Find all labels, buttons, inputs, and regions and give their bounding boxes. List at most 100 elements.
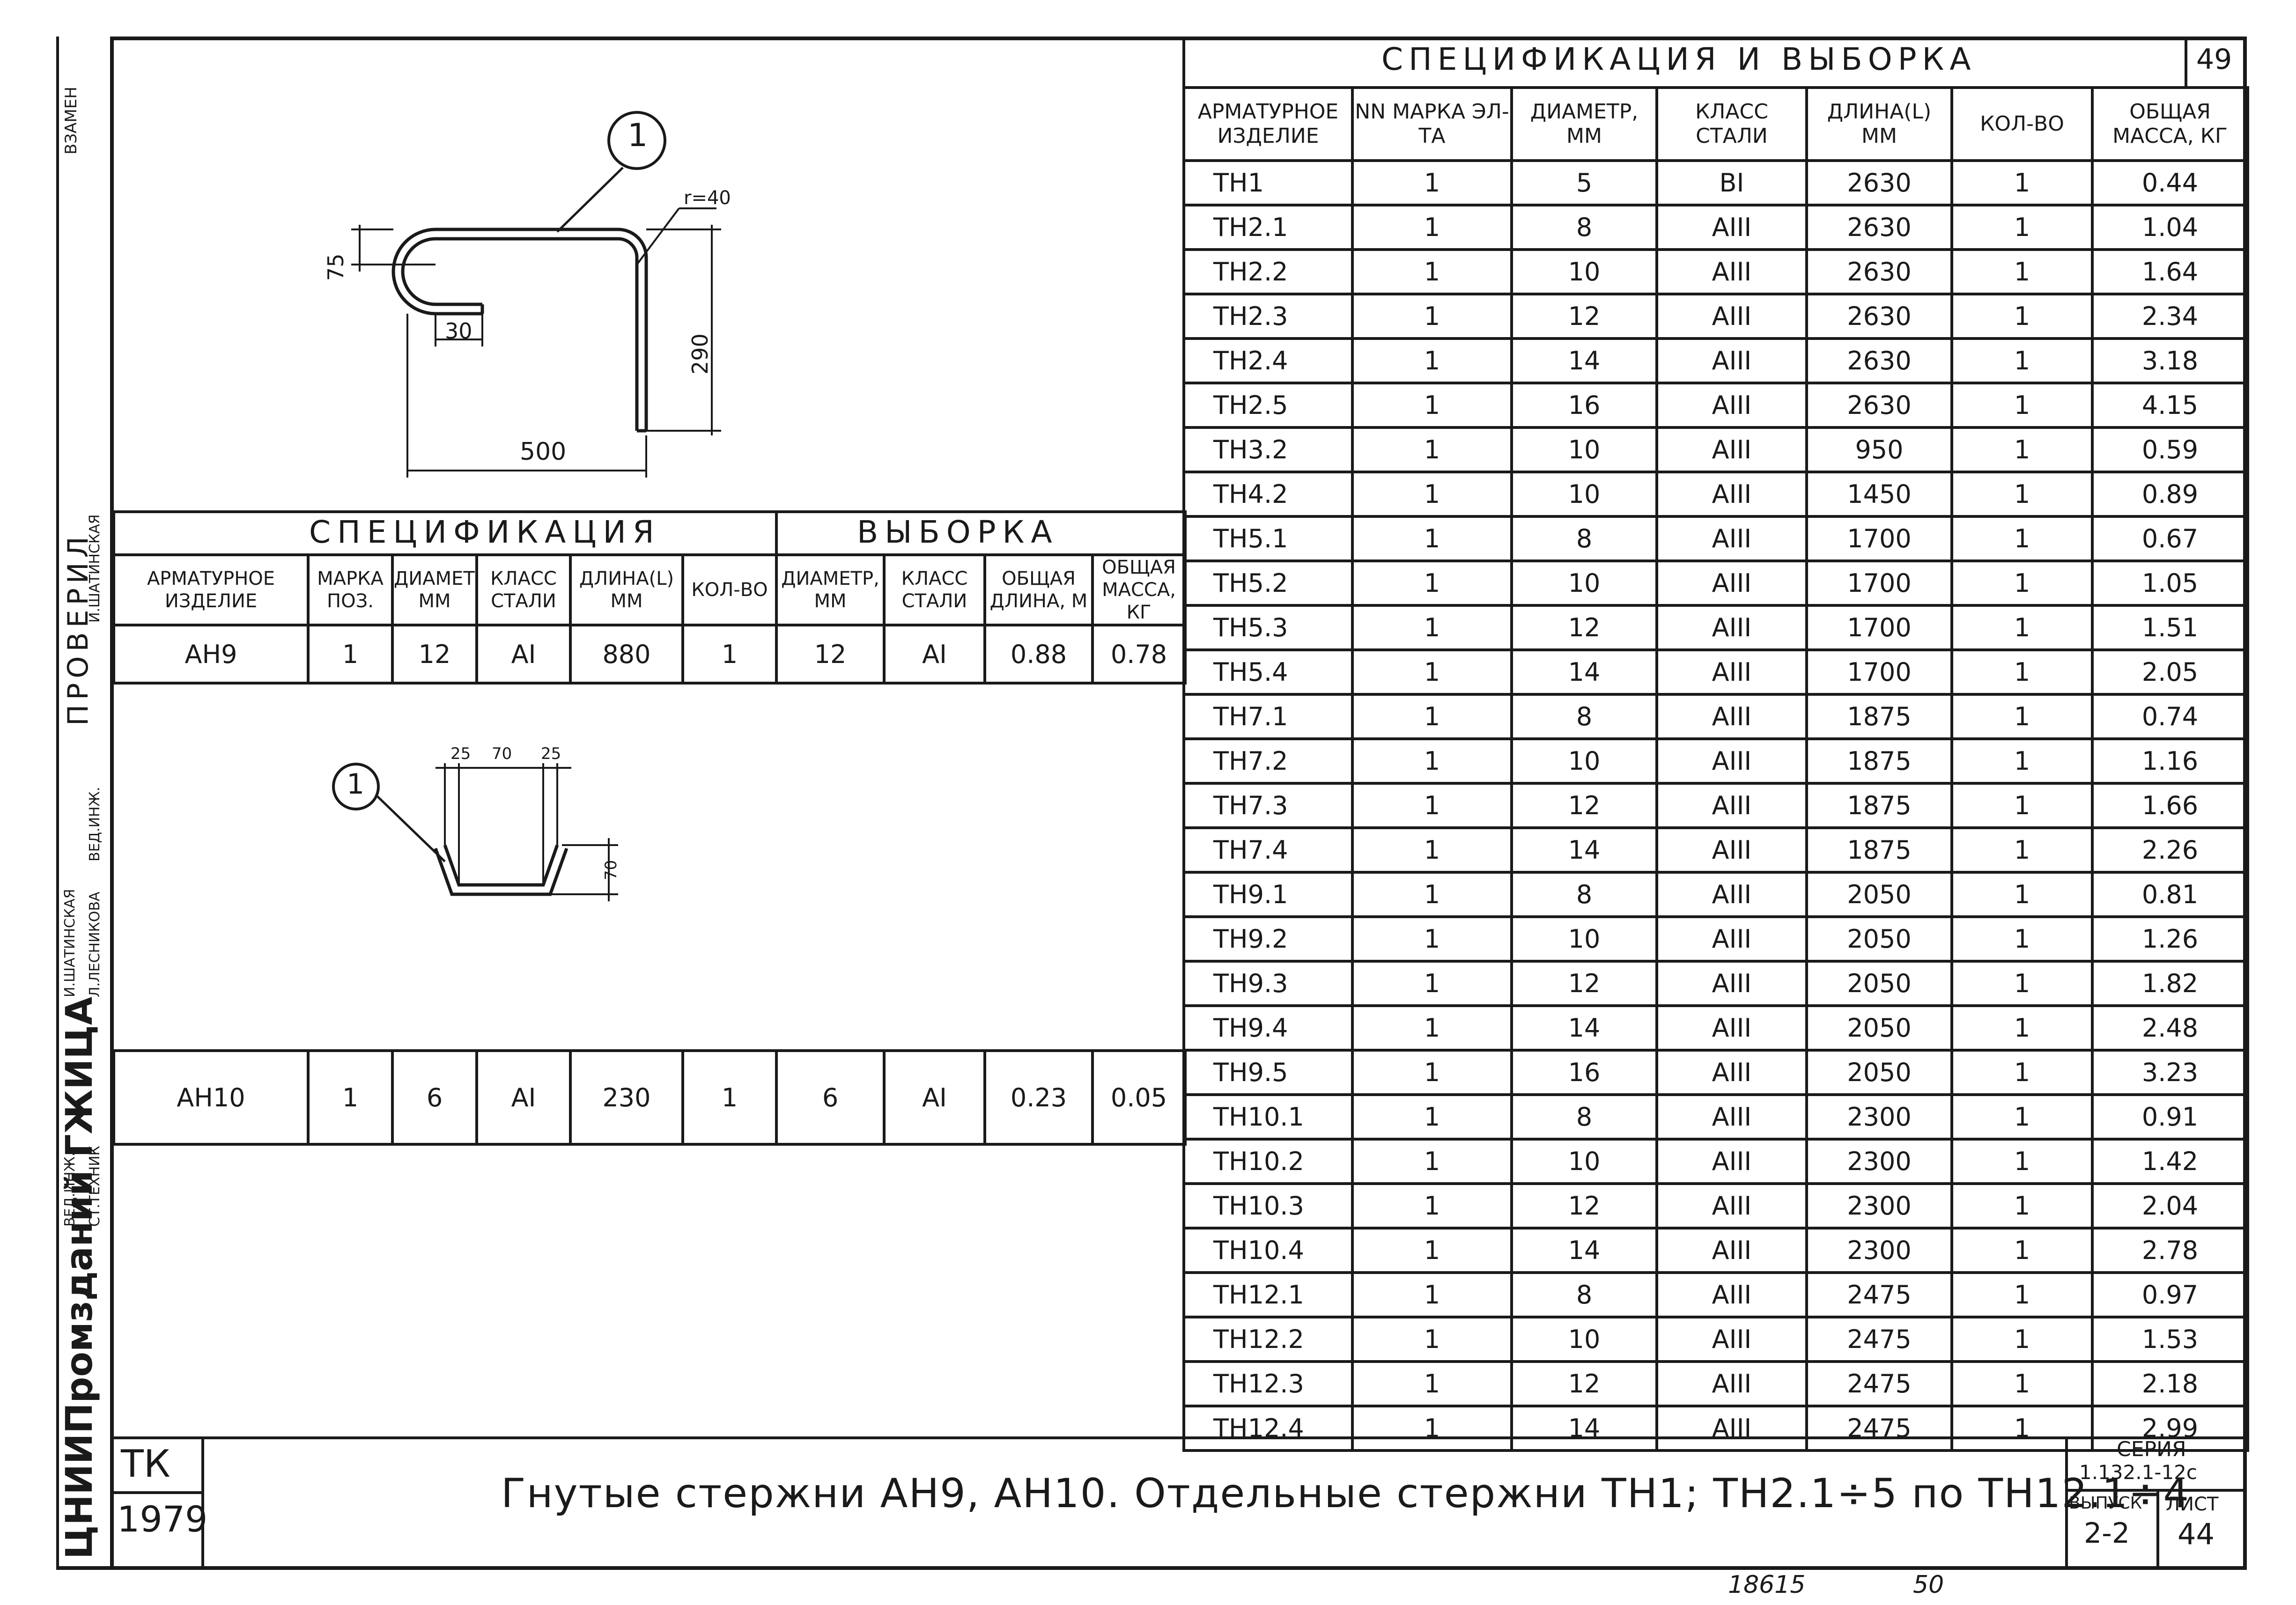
table-cell: АIII <box>1655 915 1808 963</box>
org-box-mid <box>112 1491 204 1494</box>
table-cell: 1700 <box>1805 604 1953 651</box>
table-cell: 14 <box>1510 1004 1658 1052</box>
sidebar-name-2: Л.ЛЕСНИКОВА <box>87 891 103 997</box>
item-mark-cell: ТН12.4 <box>1182 1405 1354 1452</box>
small-header-cell: АРМАТУРНОЕ ИЗДЕЛИЕ <box>112 553 310 626</box>
frame-left-line <box>110 37 114 1570</box>
table-cell: 12 <box>1510 960 1658 1007</box>
bottom-note-2: 50 <box>1913 1571 1944 1599</box>
table-cell: 1 <box>1351 426 1513 473</box>
table-cell: 1.64 <box>2091 248 2249 295</box>
small-cell: АН10 <box>112 1049 310 1146</box>
table-cell: 10 <box>1510 471 1658 518</box>
table-cell: ВI <box>1655 159 1808 206</box>
small-cell: 1 <box>307 1049 394 1146</box>
sidebar-name-1: И.ШАТИНСКАЯ <box>87 514 103 623</box>
dim-290: 290 <box>687 333 713 375</box>
item-mark-cell: ТН2.1 <box>1182 204 1354 251</box>
small-cell: 12 <box>775 624 886 685</box>
table-cell: 10 <box>1510 737 1658 785</box>
table-cell: 1 <box>1351 471 1513 518</box>
big-header-cell: NN МАРКА ЭЛ-ТА <box>1351 86 1513 162</box>
sheet-label: ЛИСТ <box>2166 1494 2219 1515</box>
sidebar-replaced: ВЗАМЕН <box>62 87 81 155</box>
item-mark-cell: ТН2.5 <box>1182 382 1354 429</box>
sheet-title: Гнутые стержни АН9, АН10. Отдельные стер… <box>501 1470 2190 1517</box>
table-cell: АIII <box>1655 337 1808 384</box>
table-cell: 1875 <box>1805 693 1953 740</box>
table-cell: АIII <box>1655 426 1808 473</box>
table-cell: 950 <box>1805 426 1953 473</box>
small-cell: 1 <box>681 624 778 685</box>
series-label: СЕРИЯ <box>2117 1437 2186 1461</box>
table-cell: 2630 <box>1805 204 1953 251</box>
small-header-cell: ОБЩАЯ ДЛИНА, М <box>983 553 1094 626</box>
table-cell: 1 <box>1950 1093 2094 1141</box>
table-cell: 0.59 <box>2091 426 2249 473</box>
big-table-title: СПЕЦИФИКАЦИЯ И ВЫБОРКА <box>1381 41 1977 77</box>
issue-label: ВЫПУСК <box>2069 1494 2142 1513</box>
table-cell: 1.51 <box>2091 604 2249 651</box>
table-cell: 8 <box>1510 1271 1658 1318</box>
table-cell: 1 <box>1950 159 2094 206</box>
table-cell: 2.78 <box>2091 1227 2249 1274</box>
item-mark-cell: ТН9.4 <box>1182 1004 1354 1052</box>
table-cell: 2630 <box>1805 293 1953 340</box>
table-cell: АIII <box>1655 737 1808 785</box>
table-cell: 1 <box>1351 293 1513 340</box>
dim-500: 500 <box>520 438 567 466</box>
table-cell: 1 <box>1950 960 2094 1007</box>
table-cell: 2050 <box>1805 1004 1953 1052</box>
table-cell: АIII <box>1655 293 1808 340</box>
table-cell: 2.99 <box>2091 1405 2249 1452</box>
dim-75: 75 <box>323 253 348 281</box>
table-cell: 2630 <box>1805 248 1953 295</box>
table-cell: 1 <box>1950 871 2094 918</box>
item-mark-cell: ТН7.2 <box>1182 737 1354 785</box>
frame-bottom-line <box>56 1566 2247 1570</box>
item-mark-cell: ТН12.2 <box>1182 1316 1354 1363</box>
table-cell: 1 <box>1950 515 2094 562</box>
small-cell: АI <box>883 1049 986 1146</box>
item-mark-cell: ТН12.1 <box>1182 1271 1354 1318</box>
small-cell: АН9 <box>112 624 310 685</box>
item-mark-cell: ТН7.3 <box>1182 782 1354 829</box>
table-cell: 12 <box>1510 293 1658 340</box>
small-cell: 0.78 <box>1091 624 1187 685</box>
table-cell: 2.48 <box>2091 1004 2249 1052</box>
big-header-cell: ДИАМЕТР, ММ <box>1510 86 1658 162</box>
dim-70-side: 70 <box>602 860 620 880</box>
table-cell: 5 <box>1510 159 1658 206</box>
table-cell: 1 <box>1351 737 1513 785</box>
table-cell: АIII <box>1655 560 1808 607</box>
year-label: 1979 <box>117 1498 208 1540</box>
table-cell: 1 <box>1950 382 2094 429</box>
item-mark-cell: ТН9.1 <box>1182 871 1354 918</box>
item-mark-cell: ТН5.3 <box>1182 604 1354 651</box>
table-cell: 2475 <box>1805 1271 1953 1318</box>
table-cell: 1 <box>1950 1360 2094 1407</box>
table-cell: АIII <box>1655 1004 1808 1052</box>
big-header-cell: КЛАСС СТАЛИ <box>1655 86 1808 162</box>
table-cell: 16 <box>1510 1049 1658 1096</box>
sidebar-role-1: ВЕД.ИНЖ. <box>87 787 103 861</box>
table-cell: 1700 <box>1805 560 1953 607</box>
table-cell: 1 <box>1351 1182 1513 1230</box>
table-cell: АIII <box>1655 826 1808 874</box>
bottom-note-1: 18615 <box>1728 1571 1806 1599</box>
dim-30: 30 <box>445 318 472 344</box>
table-cell: АIII <box>1655 693 1808 740</box>
table-cell: АIII <box>1655 871 1808 918</box>
small-header-cell: КЛАСС СТАЛИ <box>475 553 572 626</box>
big-header-cell: ДЛИНА(L) ММ <box>1805 86 1953 162</box>
sheet-value: 44 <box>2178 1517 2215 1551</box>
table-cell: 10 <box>1510 1138 1658 1185</box>
series-box-vert <box>2156 1489 2159 1570</box>
table-cell: 1 <box>1950 426 2094 473</box>
